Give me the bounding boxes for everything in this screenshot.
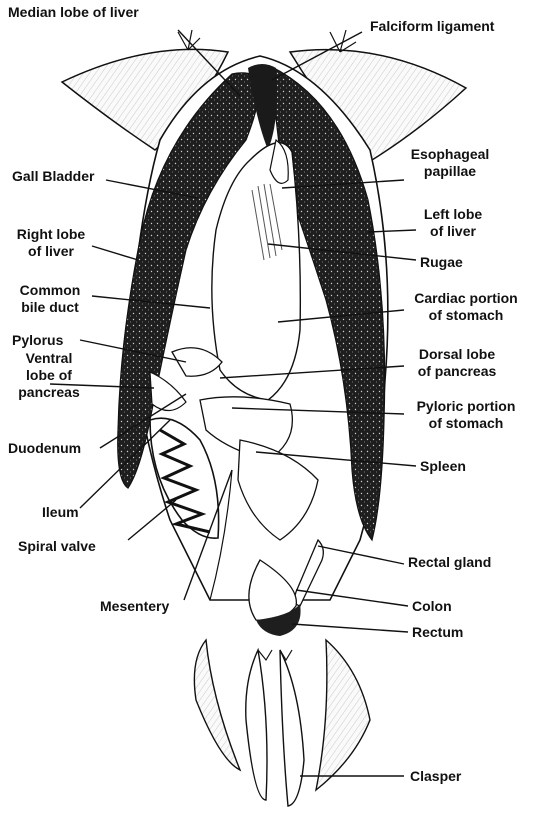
leader-spiral — [128, 500, 176, 540]
label-pylorus: Pylorus — [12, 332, 63, 349]
label-right-lobe-line1: Right lobe — [8, 226, 94, 243]
label-pyloric-line1: Pyloric portion — [404, 398, 528, 415]
label-duodenum: Duodenum — [8, 440, 81, 457]
label-ventral-lobe: Ventral lobe of pancreas — [10, 350, 88, 401]
label-ventral-line3: pancreas — [10, 384, 88, 401]
label-left-lobe-line2: of liver — [418, 223, 488, 240]
label-common-bile-duct: Common bile duct — [10, 282, 90, 316]
label-bile-duct-line2: bile duct — [10, 299, 90, 316]
clasper-tips — [258, 650, 292, 660]
label-spleen: Spleen — [420, 458, 466, 475]
label-mesentery: Mesentery — [100, 598, 169, 615]
label-left-lobe: Left lobe of liver — [418, 206, 488, 240]
left-clasper — [246, 650, 267, 800]
label-median-lobe: Median lobe of liver — [8, 4, 139, 21]
label-dorsal-line1: Dorsal lobe — [404, 346, 510, 363]
label-pyloric-line2: of stomach — [404, 415, 528, 432]
right-fin-sprig — [330, 30, 356, 52]
label-gall-bladder: Gall Bladder — [12, 168, 94, 185]
label-left-lobe-line1: Left lobe — [418, 206, 488, 223]
leader-right-lobe — [92, 246, 138, 260]
right-pelvic-fin — [316, 640, 370, 790]
label-pyloric-portion: Pyloric portion of stomach — [404, 398, 528, 432]
label-cardiac-line1: Cardiac portion — [404, 290, 528, 307]
label-rugae: Rugae — [420, 254, 463, 271]
label-right-lobe-line2: of liver — [8, 243, 94, 260]
label-ventral-line1: Ventral — [10, 350, 88, 367]
label-rectal-gland: Rectal gland — [408, 554, 491, 571]
label-cardiac-line2: of stomach — [404, 307, 528, 324]
label-cardiac-portion: Cardiac portion of stomach — [404, 290, 528, 324]
label-spiral-valve: Spiral valve — [18, 538, 96, 555]
label-bile-duct-line1: Common — [10, 282, 90, 299]
label-right-lobe: Right lobe of liver — [8, 226, 94, 260]
label-dorsal-lobe: Dorsal lobe of pancreas — [404, 346, 510, 380]
label-esophageal-line2: papillae — [404, 163, 496, 180]
label-falciform-ligament: Falciform ligament — [370, 18, 494, 35]
label-rectum: Rectum — [412, 624, 463, 641]
label-clasper: Clasper — [410, 768, 461, 785]
left-pelvic-fin — [194, 640, 240, 770]
label-colon: Colon — [412, 598, 452, 615]
label-esophageal-papillae: Esophageal papillae — [404, 146, 496, 180]
leader-rectum — [292, 624, 408, 632]
label-esophageal-line1: Esophageal — [404, 146, 496, 163]
label-ventral-line2: lobe of — [10, 367, 88, 384]
label-ileum: Ileum — [42, 504, 79, 521]
right-clasper — [280, 650, 304, 806]
label-dorsal-line2: of pancreas — [404, 363, 510, 380]
